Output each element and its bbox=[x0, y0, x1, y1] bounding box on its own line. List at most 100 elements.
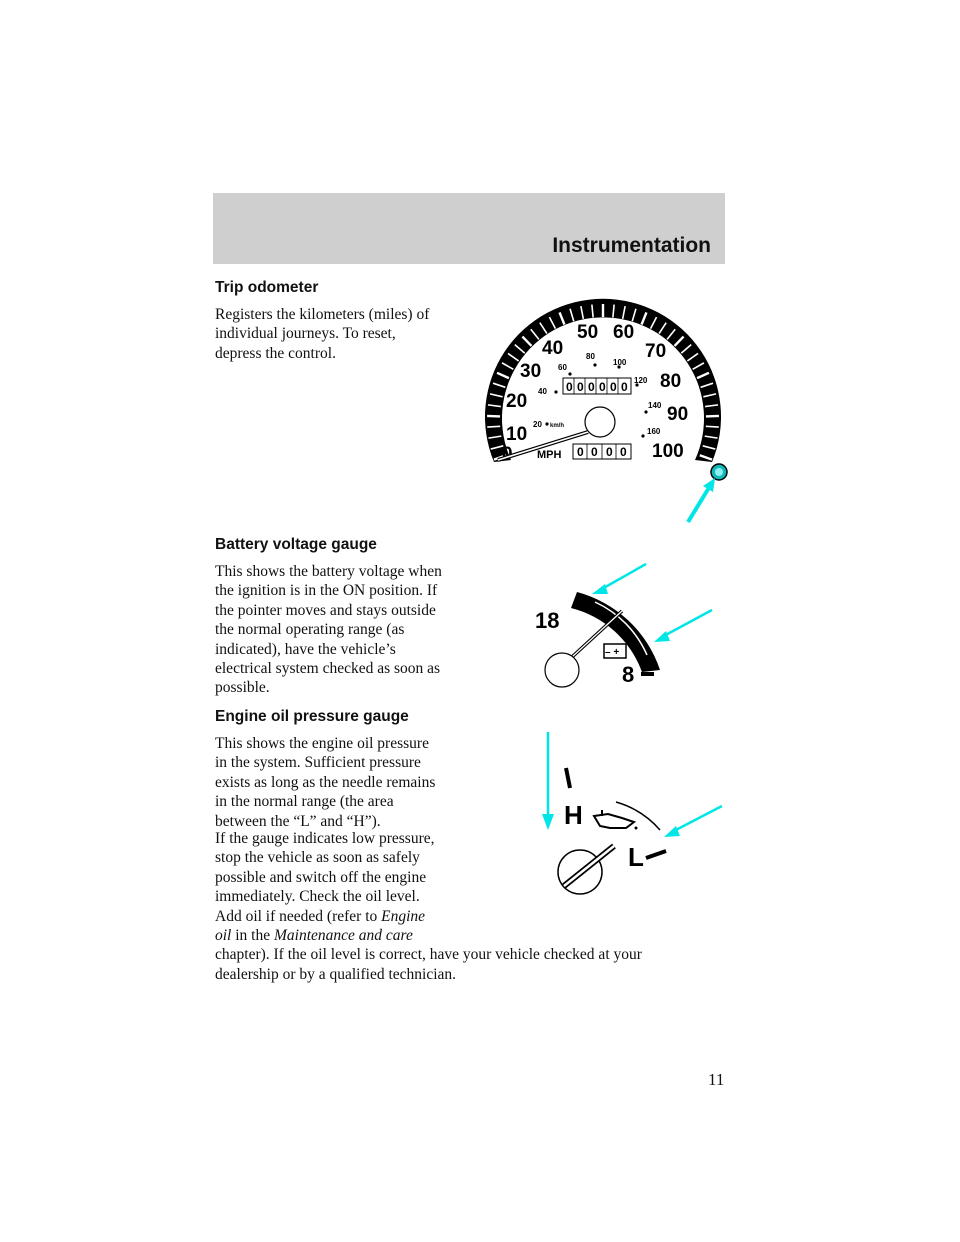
text-line: stop the vehicle as soon as safely bbox=[215, 849, 420, 867]
speedometer-tick bbox=[569, 308, 575, 322]
trip-digit: 0 bbox=[591, 445, 598, 459]
speedometer-tick bbox=[658, 322, 667, 335]
text-line: individual journeys. To reset, bbox=[215, 325, 396, 343]
speedometer-tick bbox=[612, 304, 615, 318]
speedometer-tick bbox=[507, 352, 520, 362]
speedometer-tick bbox=[487, 425, 501, 428]
speedometer-tick bbox=[530, 328, 540, 340]
speedometer-tick bbox=[548, 316, 557, 330]
oil-low-label: L bbox=[628, 842, 644, 872]
text-line: This shows the engine oil pressure bbox=[215, 735, 429, 752]
speedometer-tick bbox=[501, 362, 514, 370]
oil-gauge-arc bbox=[615, 801, 661, 831]
needle-hub bbox=[584, 406, 616, 438]
speedometer-tick bbox=[700, 382, 714, 389]
kmh-label: 60 bbox=[558, 363, 567, 372]
speedometer-tick bbox=[705, 425, 719, 428]
battery-gauge-heading: Battery voltage gauge bbox=[215, 536, 377, 553]
text-line: If the gauge indicates low pressure, bbox=[215, 830, 435, 847]
oil-gauge-text-2: If the gauge indicates low pressure, sto… bbox=[215, 829, 715, 984]
kmh-label: 40 bbox=[538, 387, 547, 396]
section-title: Instrumentation bbox=[552, 234, 711, 257]
text-line: the ignition is in the ON position. If bbox=[215, 582, 438, 600]
odometer-digit: 0 bbox=[621, 380, 628, 394]
speedometer-tick bbox=[558, 311, 566, 325]
text-line: the normal operating range (as bbox=[215, 621, 405, 639]
text-line: electrical system checked as soon as bbox=[215, 660, 441, 678]
mph-label: 10 bbox=[506, 424, 527, 445]
trip-digit: 0 bbox=[577, 445, 584, 459]
text-line: chapter). If the oil level is correct, h… bbox=[215, 946, 642, 964]
trip-odometer-heading: Trip odometer bbox=[215, 279, 319, 296]
speedometer-tick bbox=[692, 362, 705, 370]
header-band: Instrumentation bbox=[213, 193, 725, 264]
cross-ref-oil: oil bbox=[215, 927, 232, 945]
oil-gauge-text-1: This shows the engine oil pressure in th… bbox=[215, 734, 435, 831]
mph-label: 0 bbox=[502, 444, 513, 465]
battery-icon: – + bbox=[603, 643, 627, 659]
mph-label: 40 bbox=[542, 338, 563, 359]
kmh-labels: 20 40 60 80 100 120 140 160 km/h bbox=[533, 352, 662, 436]
battery-gauge-arc bbox=[571, 592, 660, 672]
speedometer-tick bbox=[490, 445, 504, 450]
odometer-digit: 0 bbox=[610, 380, 617, 394]
speedometer-tick bbox=[521, 335, 533, 347]
kmh-label: 100 bbox=[613, 358, 627, 367]
kmh-dots bbox=[545, 363, 648, 438]
text-line: the pointer moves and stays outside bbox=[215, 601, 436, 619]
trip-digit: 0 bbox=[620, 445, 627, 459]
odometer-digit: 0 bbox=[566, 380, 573, 394]
text-line: between the “L” and “H”). bbox=[215, 812, 381, 830]
svg-text:– +: – + bbox=[605, 647, 619, 658]
text-line: exists as long as the needle remains bbox=[215, 773, 436, 791]
odometer-digit: 0 bbox=[588, 380, 595, 394]
speedometer-tick bbox=[696, 371, 710, 380]
mph-labels: 0 10 20 30 40 50 60 70 80 90 100 bbox=[502, 322, 688, 465]
speedometer-tick bbox=[489, 393, 503, 398]
mph-label: 70 bbox=[645, 341, 666, 362]
text-line: dealership or by a qualified technician. bbox=[215, 965, 457, 983]
kmh-label: 160 bbox=[647, 427, 661, 436]
text-line: Registers the kilometers (miles) of bbox=[215, 306, 430, 323]
trip-odometer-display: 0 0 0 0 bbox=[572, 443, 632, 460]
text-line: Add oil if needed (refer to bbox=[215, 907, 382, 925]
mph-label: 50 bbox=[577, 322, 598, 343]
speedometer-tick bbox=[492, 382, 506, 389]
trip-digit: 0 bbox=[606, 445, 613, 459]
speedometer-tick bbox=[686, 352, 699, 362]
odometer-digit: 0 bbox=[599, 380, 606, 394]
oil-high-label: H bbox=[564, 800, 583, 830]
speedometer-tick bbox=[539, 322, 548, 335]
speedometer-tick bbox=[580, 305, 585, 320]
speedometer-tick bbox=[699, 454, 713, 461]
kmh-label: 80 bbox=[586, 352, 595, 361]
speedometer-tick bbox=[673, 335, 685, 347]
callout-arrow bbox=[661, 608, 713, 639]
speedometer-tick bbox=[702, 445, 716, 450]
mph-label: 80 bbox=[660, 371, 681, 392]
callout-arrow bbox=[599, 562, 647, 592]
speedometer-tick bbox=[487, 404, 501, 408]
kmh-unit: km/h bbox=[550, 423, 564, 429]
odometer-display: 0 0 0 0 0 0 bbox=[562, 377, 632, 395]
oil-gauge-heading: Engine oil pressure gauge bbox=[215, 708, 409, 725]
speedometer-figure: 0 10 20 30 40 50 60 70 80 90 100 20 40 6… bbox=[485, 298, 728, 524]
mph-label: 90 bbox=[667, 404, 688, 425]
kmh-label: 120 bbox=[634, 376, 648, 385]
page-number: 11 bbox=[708, 1070, 725, 1089]
speedometer-tick bbox=[514, 344, 526, 354]
speedometer-tick bbox=[621, 305, 626, 320]
cross-ref-engine: Engine bbox=[381, 907, 426, 925]
battery-high-label: 18 bbox=[535, 608, 559, 633]
battery-low-label: 8 bbox=[622, 662, 634, 687]
text-line: This shows the battery voltage when bbox=[215, 563, 442, 580]
oil-gauge-figure: H L bbox=[542, 732, 723, 895]
speedometer-tick bbox=[640, 311, 648, 325]
speedometer-tick bbox=[704, 435, 718, 439]
battery-gauge-figure: 18 8 – + bbox=[535, 562, 713, 688]
mph-label: 60 bbox=[613, 322, 634, 343]
text-line: possible and switch off the engine bbox=[215, 868, 427, 886]
kmh-label: 140 bbox=[648, 401, 662, 410]
text-fragment: in the bbox=[231, 927, 274, 945]
callout-arrow bbox=[671, 804, 723, 834]
